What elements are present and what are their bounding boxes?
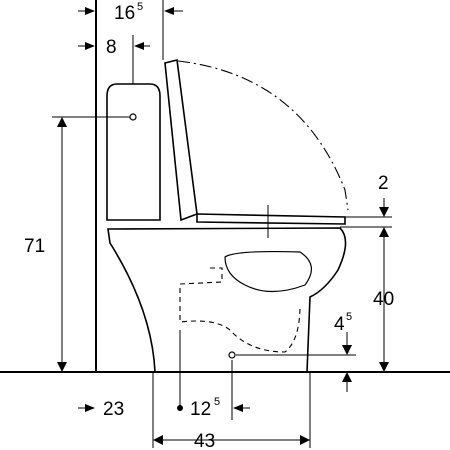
seat-lid [164, 59, 198, 222]
dim-outlet-offset-sup: 5 [214, 396, 220, 408]
dim-seat-gap: 2 [340, 173, 392, 240]
dim-outlet-offset-label: 12 [190, 399, 211, 420]
dim-tank-offset: 8 [78, 35, 150, 84]
seat [196, 213, 346, 225]
dim-top-width-sup: 5 [137, 1, 143, 13]
dim-depth: 43 [153, 372, 311, 450]
dim-wall-offset-label: 23 [103, 399, 124, 420]
dim-seat-height-label: 40 [373, 289, 394, 310]
dim-outlet-offset: 12 5 [177, 330, 250, 420]
dim-tank-height: 71 [24, 116, 130, 373]
dim-outlet-height: 4 5 [236, 311, 356, 392]
dim-wall-offset: 23 [78, 372, 154, 448]
dim-outlet-height-label: 4 [334, 314, 345, 335]
siphon-hidden-line [179, 267, 301, 353]
dim-seat-gap-label: 2 [378, 173, 389, 194]
cistern [106, 83, 161, 221]
outlet-marker [228, 351, 236, 359]
lid-swing-arc [177, 60, 349, 211]
bowl [107, 227, 347, 373]
dim-outlet-height-sup: 5 [346, 311, 352, 323]
dim-tank-offset-label: 8 [106, 37, 117, 58]
dim-top-width-label: 16 [114, 3, 135, 24]
water-inlet-marker [129, 113, 137, 121]
dim-tank-height-label: 71 [24, 236, 45, 257]
dim-depth-label: 43 [194, 431, 215, 450]
dim-top-width: 16 5 [78, 0, 183, 60]
dim-seat-height: 40 [373, 240, 394, 372]
